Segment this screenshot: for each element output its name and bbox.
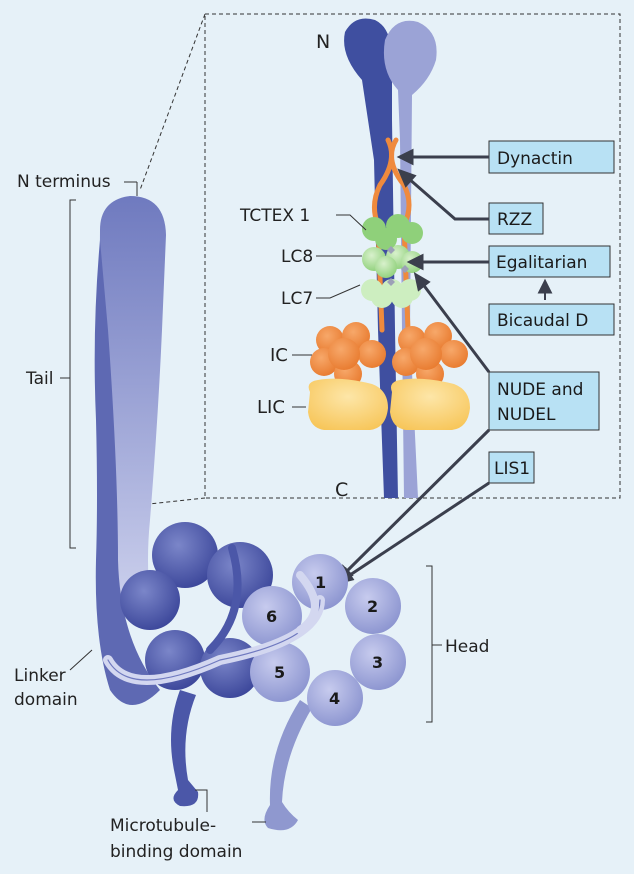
box-nude-nudel: NUDE and NUDEL bbox=[488, 371, 600, 431]
svg-text:Egalitarian: Egalitarian bbox=[496, 253, 587, 273]
box-egalitarian: Egalitarian bbox=[488, 245, 611, 278]
head-light-domains bbox=[242, 554, 406, 726]
lc7-subunit bbox=[361, 279, 421, 308]
lc-diamonds bbox=[387, 246, 409, 286]
box-rzz: RZZ bbox=[488, 202, 544, 235]
ic-right bbox=[392, 322, 468, 388]
svg-text:Bicaudal D: Bicaudal D bbox=[497, 311, 588, 331]
main-brackets bbox=[60, 181, 442, 823]
label-tail: Tail bbox=[25, 369, 53, 389]
label-n: N bbox=[316, 31, 330, 53]
label-linker-1: Linker bbox=[14, 666, 66, 686]
label-lc8: LC8 bbox=[281, 247, 313, 267]
svg-text:LIS1: LIS1 bbox=[494, 459, 530, 479]
label-n-terminus: N terminus bbox=[17, 172, 111, 192]
tail bbox=[94, 196, 166, 705]
tctex1-subunit bbox=[362, 214, 423, 250]
label-head: Head bbox=[445, 637, 489, 657]
box-dynactin: Dynactin bbox=[488, 140, 615, 174]
box-bicaudal-d: Bicaudal D bbox=[488, 303, 615, 336]
svg-text:4: 4 bbox=[329, 689, 340, 708]
svg-text:RZZ: RZZ bbox=[497, 210, 532, 230]
label-ic: IC bbox=[270, 345, 288, 366]
lic-subunits bbox=[308, 378, 470, 430]
svg-text:NUDEL: NUDEL bbox=[497, 405, 556, 425]
label-linker-2: domain bbox=[14, 690, 78, 710]
stalk-right bbox=[264, 700, 312, 831]
inset-label-leaders bbox=[292, 214, 367, 408]
ic-left bbox=[310, 322, 386, 388]
svg-text:NUDE and: NUDE and bbox=[497, 380, 583, 400]
label-c: C bbox=[335, 479, 348, 501]
domain-numbers: 1 2 3 4 5 6 bbox=[266, 573, 383, 708]
stalk-left bbox=[171, 690, 199, 807]
interaction-arrows bbox=[335, 148, 553, 585]
svg-text:3: 3 bbox=[372, 653, 383, 672]
svg-text:Dynactin: Dynactin bbox=[497, 149, 573, 169]
box-lis1: LIS1 bbox=[488, 451, 535, 484]
svg-text:2: 2 bbox=[367, 597, 378, 616]
label-lic: LIC bbox=[257, 397, 285, 418]
label-lc7: LC7 bbox=[281, 289, 313, 309]
label-mtbd-1: Microtubule- bbox=[110, 816, 216, 836]
label-mtbd-2: binding domain bbox=[110, 842, 242, 862]
svg-text:1: 1 bbox=[315, 573, 326, 592]
svg-text:5: 5 bbox=[274, 663, 285, 682]
label-tctex1: TCTEX 1 bbox=[239, 206, 310, 226]
linker bbox=[103, 544, 325, 685]
svg-text:6: 6 bbox=[266, 607, 277, 626]
